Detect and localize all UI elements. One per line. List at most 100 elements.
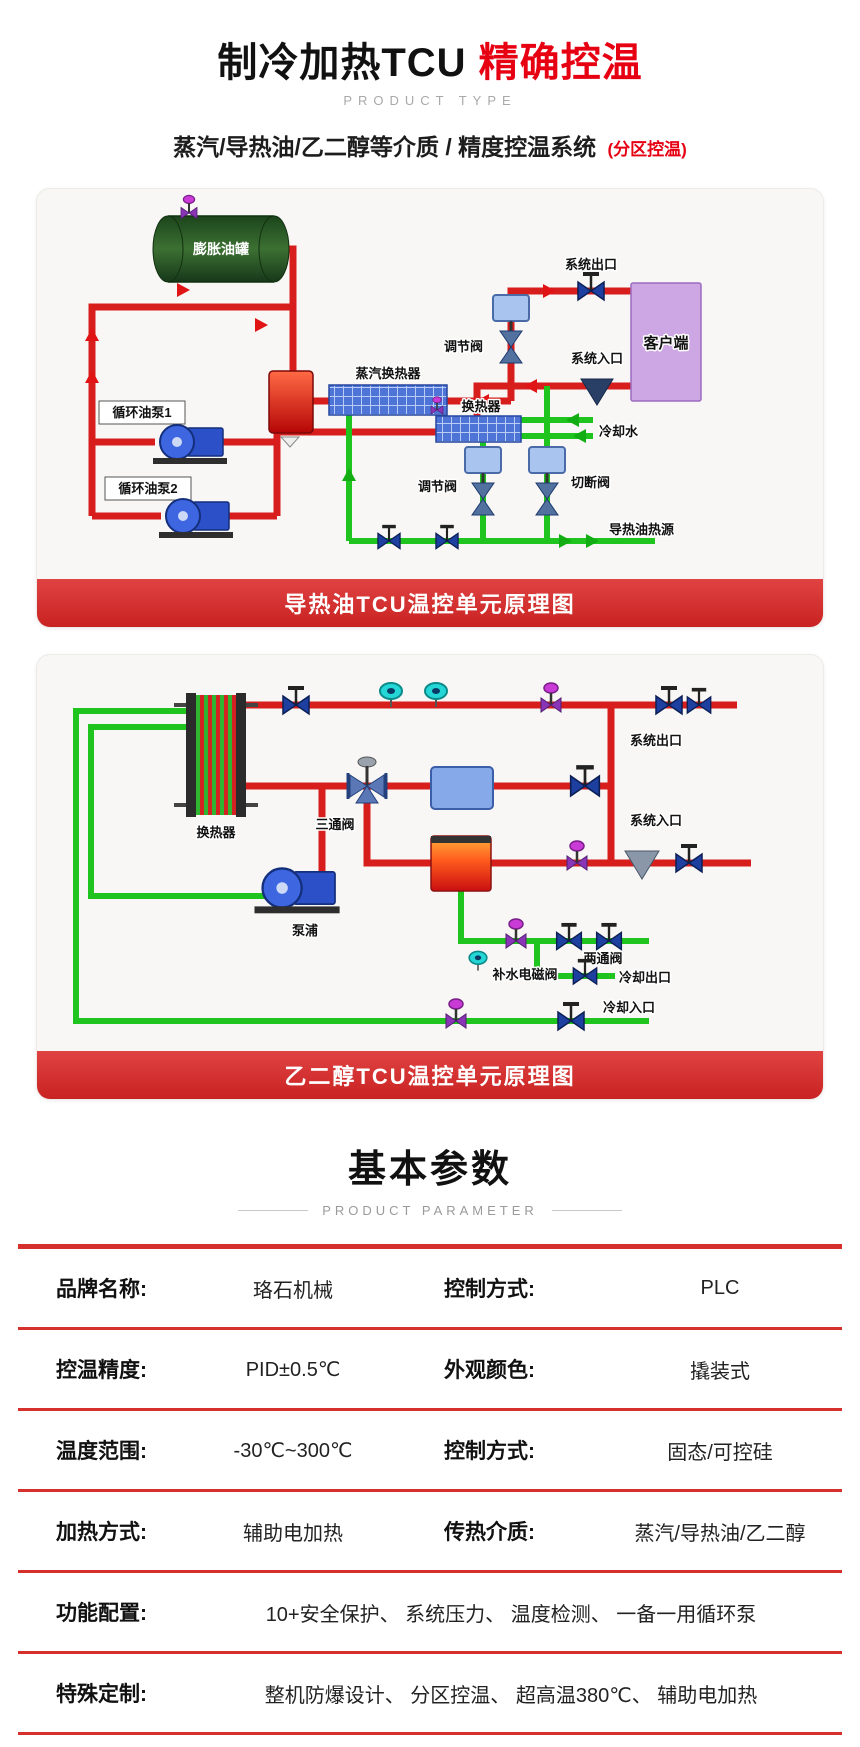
gauge-icon	[468, 950, 488, 972]
tank-vent-valve-icon	[179, 194, 199, 220]
gate-valve-icon	[674, 844, 704, 874]
param-label: 控制方式:	[444, 1278, 535, 1301]
param-label: 功能配置:	[56, 1602, 147, 1625]
title-red: 精确控温	[478, 41, 643, 85]
param-value: -30℃~300℃	[233, 1439, 353, 1462]
hot-pipes	[246, 701, 751, 873]
parameters-subtitle: PRODUCT PARAMETER	[0, 1203, 860, 1218]
gate-valve-icon	[685, 687, 713, 715]
param-label: 加热方式:	[56, 1521, 147, 1544]
label-makeup-solenoid: 补水电磁阀	[491, 967, 557, 982]
parameters-subtitle-text: PRODUCT PARAMETER	[322, 1203, 538, 1218]
param-label: 控制方式:	[444, 1440, 535, 1463]
param-label: 温度范围:	[56, 1440, 147, 1463]
param-label: 品牌名称:	[56, 1278, 147, 1301]
client-box	[630, 282, 702, 402]
label-two-way-valve: 两通阀	[583, 951, 622, 966]
label-cooling-outlet: 冷却出口	[619, 970, 671, 985]
y-strainer-icon	[624, 850, 660, 880]
valve-actuator-box	[430, 766, 494, 810]
three-way-valve	[346, 756, 388, 804]
param-label: 控温精度:	[56, 1359, 147, 1382]
pump-icon	[152, 424, 228, 465]
param-value: 蒸汽/导热油/乙二醇	[634, 1522, 806, 1545]
parameters-table: 品牌名称: 珞石机械 控制方式: PLC 控温精度: PID±0.5℃ 外观颜色…	[18, 1244, 842, 1735]
pump-icon	[158, 498, 234, 539]
label-cooling-water: 冷却水	[599, 424, 639, 439]
gate-valve-icon	[434, 524, 460, 551]
oil-tcu-caption-banner: 导热油TCU温控单元原理图	[37, 579, 823, 627]
tagline: 蒸汽/导热油/乙二醇等介质 / 精度控温系统 (分区控温)	[0, 128, 860, 162]
circulating-pump-1: 循环油泵1	[98, 400, 228, 465]
product-type-subtitle: PRODUCT TYPE	[343, 93, 517, 108]
cooling-exchanger	[435, 415, 522, 443]
param-value: 撬装式	[690, 1360, 750, 1383]
heater-vessel	[430, 835, 492, 892]
two-way-valve-icon	[554, 922, 584, 952]
gate-valve-icon	[281, 686, 311, 716]
two-way-valve-icon	[594, 922, 624, 952]
gate-valve-icon	[376, 524, 402, 551]
param-label: 外观颜色:	[444, 1359, 535, 1382]
pump-icon	[253, 867, 341, 915]
table-row: 温度范围: -30℃~300℃ 控制方式: 固态/可控硅	[18, 1411, 842, 1492]
label-three-way-valve: 三通阀	[315, 817, 354, 832]
label-system-outlet: 系统出口	[565, 257, 617, 272]
page-header: 制冷加热TCU 精确控温 PRODUCT TYPE 蒸汽/导热油/乙二醇等介质 …	[0, 0, 860, 162]
strainer-icon	[580, 378, 614, 406]
tagline-text: 蒸汽/导热油/乙二醇等介质 / 精度控温系统	[173, 134, 597, 160]
glycol-tcu-diagram: 换热器 系统出口 三通阀 泵浦 系统入口 两通阀 补水电磁阀 冷却出口 冷却入口	[73, 681, 751, 1032]
buffer-tank	[268, 370, 314, 448]
param-value: PID±0.5℃	[245, 1358, 341, 1381]
gate-valve-icon	[556, 1002, 586, 1032]
label-system-inlet: 系统入口	[630, 813, 682, 828]
table-row: 控温精度: PID±0.5℃ 外观颜色: 撬装式	[18, 1330, 842, 1411]
oil-tcu-caption: 导热油TCU温控单元原理图	[284, 592, 576, 617]
expansion-tank: 膨胀油罐	[152, 194, 290, 283]
gate-valve-icon	[654, 686, 684, 716]
table-row: 功能配置: 10+安全保护、 系统压力、 温度检测、 一备一用循环泵	[18, 1573, 842, 1654]
label-system-outlet: 系统出口	[630, 733, 682, 748]
label-system-inlet: 系统入口	[571, 351, 623, 366]
circulating-pump-2: 循环油泵2	[104, 476, 234, 539]
param-label: 传热介质:	[444, 1521, 535, 1544]
table-row: 品牌名称: 珞石机械 控制方式: PLC	[18, 1249, 842, 1330]
table-row: 特殊定制: 整机防爆设计、 分区控温、 超高温380℃、 辅助电加热	[18, 1654, 842, 1735]
label-cooling-inlet: 冷却入口	[603, 1000, 655, 1015]
param-value: 10+安全保护、 系统压力、 温度检测、 一备一用循环泵	[265, 1603, 757, 1626]
glycol-tcu-caption: 乙二醇TCU温控单元原理图	[284, 1064, 576, 1089]
label-pump1: 循环油泵1	[112, 405, 171, 420]
oil-tcu-diagram-panel: 膨胀油罐 循环油泵1 循环油泵2 蒸汽换热器 换热器 客户端 系统出口 调节阀 …	[36, 188, 824, 628]
param-value: 辅助电加热	[243, 1522, 343, 1545]
glycol-tcu-diagram-panel: 换热器 系统出口 三通阀 泵浦 系统入口 两通阀 补水电磁阀 冷却出口 冷却入口…	[36, 654, 824, 1100]
label-regulating-valve-top: 调节阀	[444, 339, 483, 354]
title-black: 制冷加热TCU	[217, 41, 467, 85]
glycol-tcu-caption-banner: 乙二醇TCU温控单元原理图	[37, 1051, 823, 1099]
param-value: PLC	[700, 1276, 740, 1299]
steam-exchanger	[328, 384, 448, 416]
label-exchanger: 换热器	[461, 399, 501, 414]
oil-tcu-diagram: 膨胀油罐 循环油泵1 循环油泵2 蒸汽换热器 换热器 客户端 系统出口 调节阀 …	[85, 194, 702, 551]
tagline-note: (分区控温)	[607, 140, 687, 159]
page-title: 制冷加热TCU 精确控温	[0, 30, 860, 88]
control-valve-icon	[463, 445, 503, 517]
control-valve-icon	[491, 293, 531, 365]
divider-line	[551, 1210, 622, 1211]
plate-heat-exchanger: 换热器	[174, 693, 258, 842]
label-pump: 泵浦	[292, 923, 318, 938]
divider-line	[238, 1210, 309, 1211]
label-heat-source: 导热油热源	[609, 522, 674, 537]
param-label: 特殊定制:	[56, 1683, 147, 1706]
gate-valve-icon	[571, 767, 600, 796]
label-steam-exchanger: 蒸汽换热器	[355, 366, 421, 381]
param-value: 固态/可控硅	[667, 1441, 773, 1464]
cooling-pipes	[73, 708, 649, 1024]
parameters-header: 基本参数 PRODUCT PARAMETER	[0, 1138, 860, 1218]
shutoff-valve-icon	[527, 445, 567, 517]
label-regulating-valve-bottom: 调节阀	[418, 479, 457, 494]
parameters-title: 基本参数	[347, 1149, 512, 1191]
label-exchanger: 换热器	[196, 825, 236, 840]
table-row: 加热方式: 辅助电加热 传热介质: 蒸汽/导热油/乙二醇	[18, 1492, 842, 1573]
param-value: 整机防爆设计、 分区控温、 超高温380℃、 辅助电加热	[264, 1684, 758, 1707]
param-value: 珞石机械	[253, 1279, 333, 1302]
